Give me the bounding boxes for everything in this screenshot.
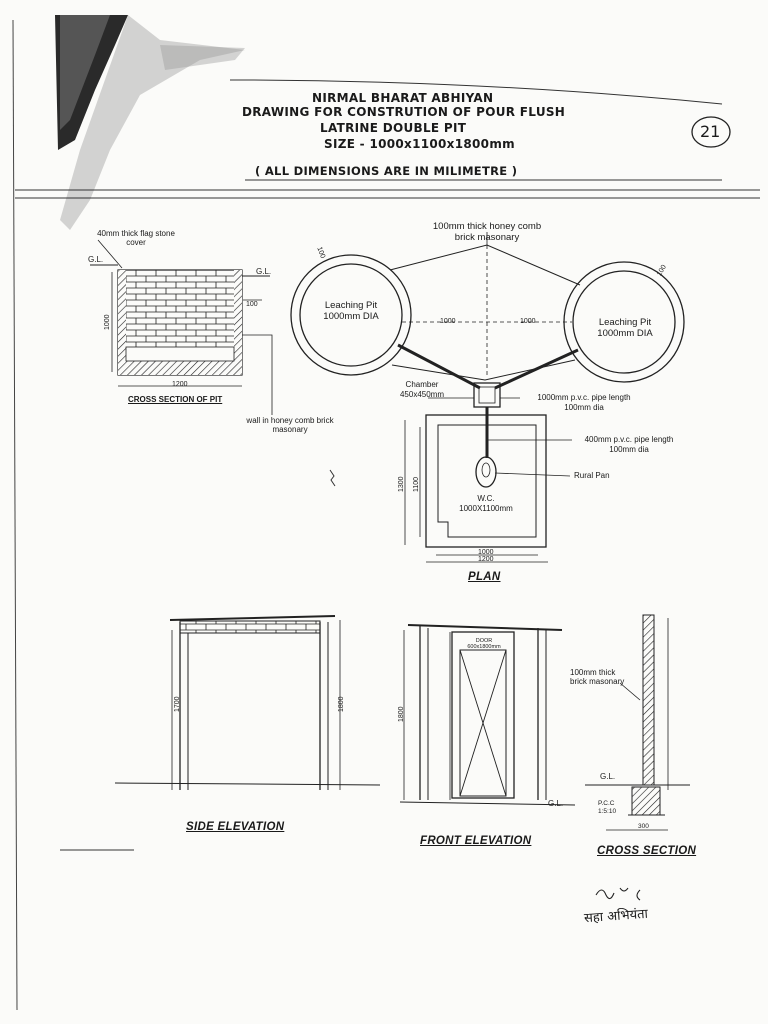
door-label: DOOR 600x1800mm bbox=[467, 638, 501, 651]
header-note: ( ALL DIMENSIONS ARE IN MILIMETRE ) bbox=[255, 164, 518, 178]
pit-section-figure bbox=[90, 239, 273, 415]
cross-masonry-label: 100mm thick brick masonary bbox=[570, 668, 625, 687]
header-line-2: DRAWING FOR CONSTRUTION OF POUR FLUSH bbox=[242, 105, 566, 119]
front-elevation-figure bbox=[399, 624, 576, 806]
plan-dim-h-inner: 1000 bbox=[478, 549, 494, 556]
plan-dim-v-inner: 1100 bbox=[413, 476, 420, 492]
pit-dim-height: 1000 bbox=[104, 314, 111, 330]
signature-scribble bbox=[595, 887, 641, 901]
pit-dim-width: 1200 bbox=[172, 381, 188, 388]
pcc-label: P.C.C 1:5:10 bbox=[598, 800, 617, 815]
pit-left-label: Leaching Pit 1000mm DIA bbox=[323, 300, 379, 322]
wc-label: W.C. 1000X1100mm bbox=[459, 494, 513, 513]
pit-right-label: Leaching Pit 1000mm DIA bbox=[597, 317, 653, 339]
cross-gl: G.L. bbox=[600, 772, 616, 781]
pit-gl-left: G.L. bbox=[88, 255, 104, 264]
header-line-4: SIZE - 1000x1100x1800mm bbox=[324, 137, 515, 151]
header-line-3: LATRINE DOUBLE PIT bbox=[320, 121, 467, 135]
pit-section-title: CROSS SECTION OF PIT bbox=[128, 395, 223, 404]
pit-wall-label: wall in honey comb brick masonary bbox=[246, 416, 334, 435]
plan-dim-v-outer: 1300 bbox=[398, 476, 405, 492]
pit-dim-side: 100 bbox=[246, 301, 258, 308]
rural-pan-label: Rural Pan bbox=[574, 471, 610, 480]
cross-dim-width: 300 bbox=[638, 823, 649, 830]
header-line-1: NIRMAL BHARAT ABHIYAN bbox=[312, 91, 494, 105]
chamber-label: Chamber 450x450mm bbox=[399, 380, 445, 399]
cross-section-figure bbox=[585, 614, 690, 831]
plan-dim-h-outer: 1200 bbox=[478, 556, 494, 563]
pipe-short-label: 400mm p.v.c. pipe length 100mm dia bbox=[584, 435, 674, 454]
side-dim-left: 1700 bbox=[174, 696, 181, 712]
page-number-circle bbox=[691, 116, 731, 148]
pit-gl-right: G.L. bbox=[256, 267, 272, 276]
plan-figure bbox=[290, 232, 685, 563]
plan-title: PLAN bbox=[468, 571, 501, 583]
scan-dark-corner bbox=[55, 15, 245, 230]
front-elevation-title: FRONT ELEVATION bbox=[420, 835, 532, 847]
side-dim-right: 1800 bbox=[338, 696, 345, 712]
plan-masonry-label: 100mm thick honey comb brick masonary bbox=[432, 221, 542, 243]
front-gl: G.L. bbox=[548, 799, 564, 808]
side-elevation-figure bbox=[114, 615, 381, 790]
pipe-long-label: 1000mm p.v.c. pipe length 100mm dia bbox=[537, 393, 631, 412]
front-dim-left: 1800 bbox=[398, 706, 405, 722]
cross-section-title: CROSS SECTION bbox=[597, 845, 697, 857]
cover-label: 40mm thick flag stone cover bbox=[97, 229, 175, 248]
side-elevation-title: SIDE ELEVATION bbox=[186, 821, 285, 833]
page-number: 21 bbox=[700, 122, 721, 141]
plan-dim-span-right: 1000 bbox=[520, 318, 536, 325]
plan-dim-span-left: 1000 bbox=[440, 318, 456, 325]
